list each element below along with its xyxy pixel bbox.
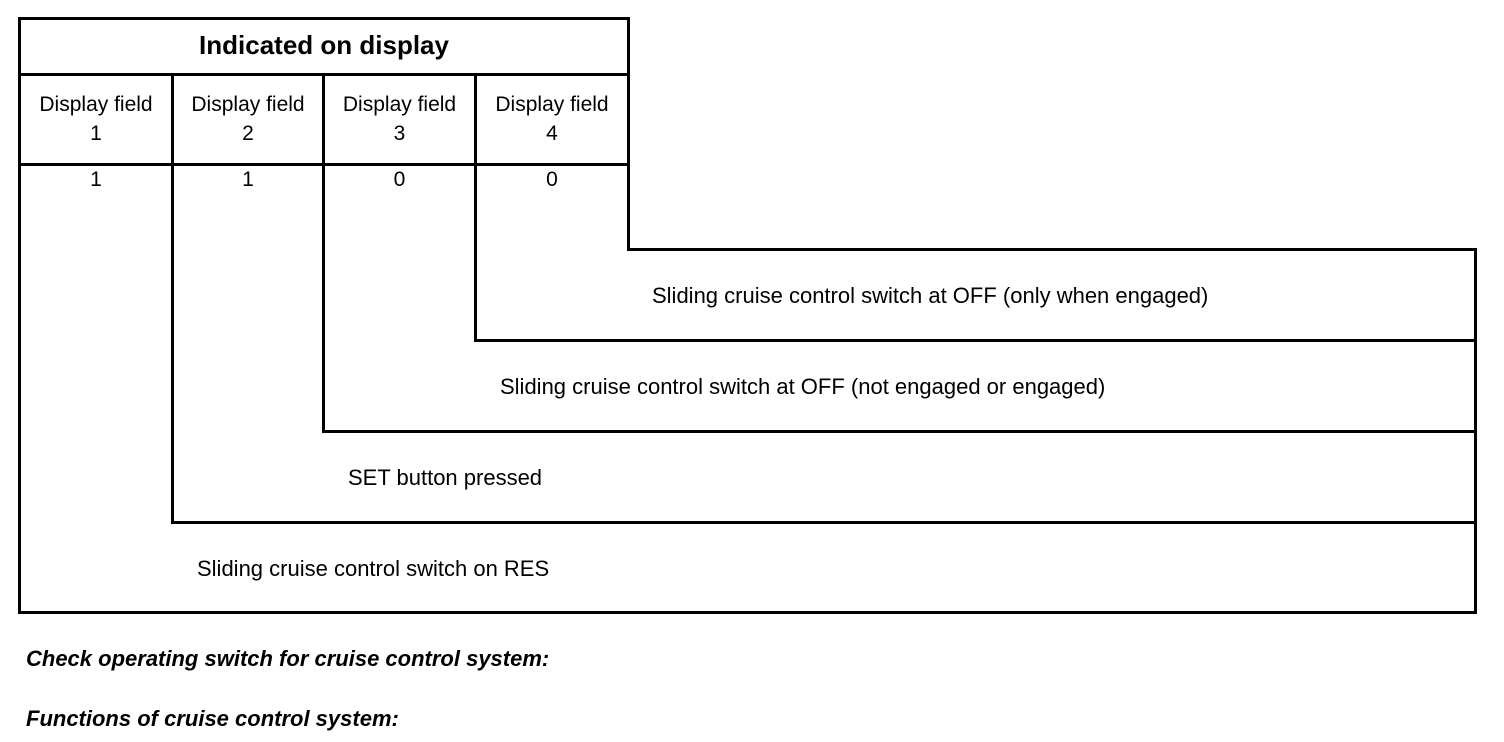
column-divider-2-3	[322, 73, 325, 433]
row-line-field-2	[322, 430, 1477, 433]
column-header-3-line2: 3	[393, 122, 406, 145]
column-header-1-line1: Display field	[39, 93, 153, 116]
row-line-field-4	[627, 248, 1477, 251]
functions-note: Functions of cruise control system:	[26, 706, 399, 731]
column-divider-1-2	[171, 73, 174, 524]
column-value-1: 1	[90, 168, 102, 191]
outer-right-border	[1474, 248, 1477, 614]
column-header-2-line2: 2	[242, 122, 254, 145]
column-header-4: Display field 4	[477, 90, 627, 148]
column-header-2: Display field 2	[174, 90, 322, 148]
header-right-border	[627, 17, 630, 251]
column-header-2-line1: Display field	[191, 93, 305, 116]
check-switch-note: Check operating switch for cruise contro…	[26, 646, 550, 671]
row-line-field-3	[474, 339, 1477, 342]
row-label-field-1: Sliding cruise control switch on RES	[197, 556, 550, 581]
column-header-1-line2: 1	[90, 122, 102, 145]
row-label-field-3: Sliding cruise control switch at OFF (no…	[500, 374, 1106, 399]
column-header-4-line1: Display field	[495, 93, 609, 116]
header-top-border	[18, 17, 630, 20]
column-header-3-line1: Display field	[342, 93, 457, 116]
column-value-2: 1	[242, 168, 254, 191]
row-label-field-2: SET button pressed	[348, 465, 543, 490]
column-header-1: Display field 1	[21, 90, 171, 148]
row-line-field-1	[171, 521, 1477, 524]
column-header-3: Display field 3	[325, 90, 474, 148]
outer-left-border	[18, 17, 21, 614]
column-value-3: 0	[393, 168, 406, 191]
row-label-field-4: Sliding cruise control switch at OFF (on…	[652, 283, 1209, 308]
column-divider-3-4	[474, 73, 477, 342]
bottom-border	[18, 611, 1477, 614]
column-header-4-line2: 4	[546, 122, 558, 145]
column-value-4: 0	[546, 168, 558, 191]
table-title: Indicated on display	[199, 30, 449, 60]
